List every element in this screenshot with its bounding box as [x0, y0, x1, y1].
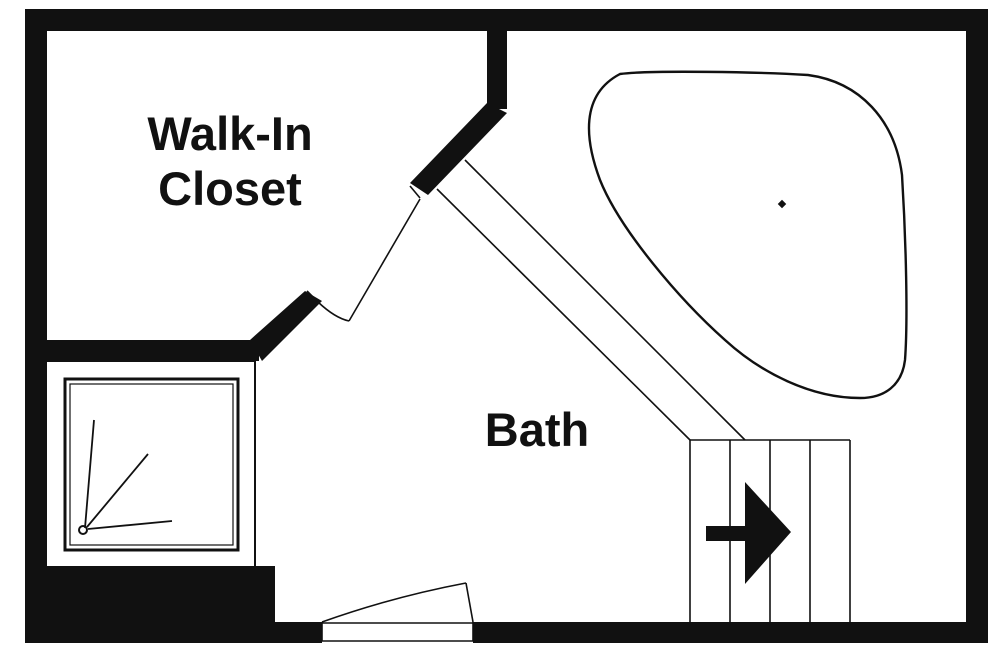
vanity-edge-front [436, 188, 691, 441]
closet-label-line-2: Closet [158, 162, 302, 216]
shower-spray-line-3 [87, 520, 173, 530]
drain-icon [777, 199, 787, 209]
closet-wall-vertical [487, 31, 507, 109]
wall-bottom-right [473, 622, 988, 643]
closet-walls [47, 31, 507, 361]
closet-door-jamb-bottom [306, 290, 319, 303]
shower-spray-line-2 [86, 453, 149, 528]
wall-left [25, 9, 47, 643]
wall-block-bottom-left [25, 566, 275, 643]
closet-door-leaf [348, 198, 421, 322]
shower-pan-inner [69, 383, 234, 546]
bathtub-outline [587, 70, 908, 400]
drain-icon [78, 525, 88, 535]
closet-label-line-1: Walk-In [147, 107, 313, 160]
closet-wall-horizontal [47, 340, 259, 361]
corner-bathtub [587, 70, 908, 400]
entry-door[interactable] [321, 582, 474, 642]
shower-spray-line-1 [84, 419, 95, 529]
shower-pan [63, 377, 240, 552]
entry-door-swing-arc [321, 582, 467, 623]
shower-stall [44, 360, 256, 568]
closet-wall-diagonal-lower [250, 291, 322, 361]
entry-door-leaf [465, 582, 474, 623]
arrow-right-icon [706, 482, 791, 584]
wall-right [966, 9, 988, 643]
shower-outer [44, 360, 256, 568]
wall-top [25, 9, 988, 31]
room-label-walk-in-closet: Walk-In Closet [120, 106, 340, 217]
closet-door-swing-arc [317, 301, 350, 322]
closet-wall-diagonal-upper [410, 103, 507, 195]
exterior-walls [25, 9, 988, 643]
closet-door[interactable] [306, 185, 421, 322]
vanity-edge-back [464, 159, 746, 441]
closet-door-jamb-top [409, 185, 421, 199]
vanity-counter [436, 159, 746, 441]
room-label-bath: Bath [484, 403, 590, 456]
